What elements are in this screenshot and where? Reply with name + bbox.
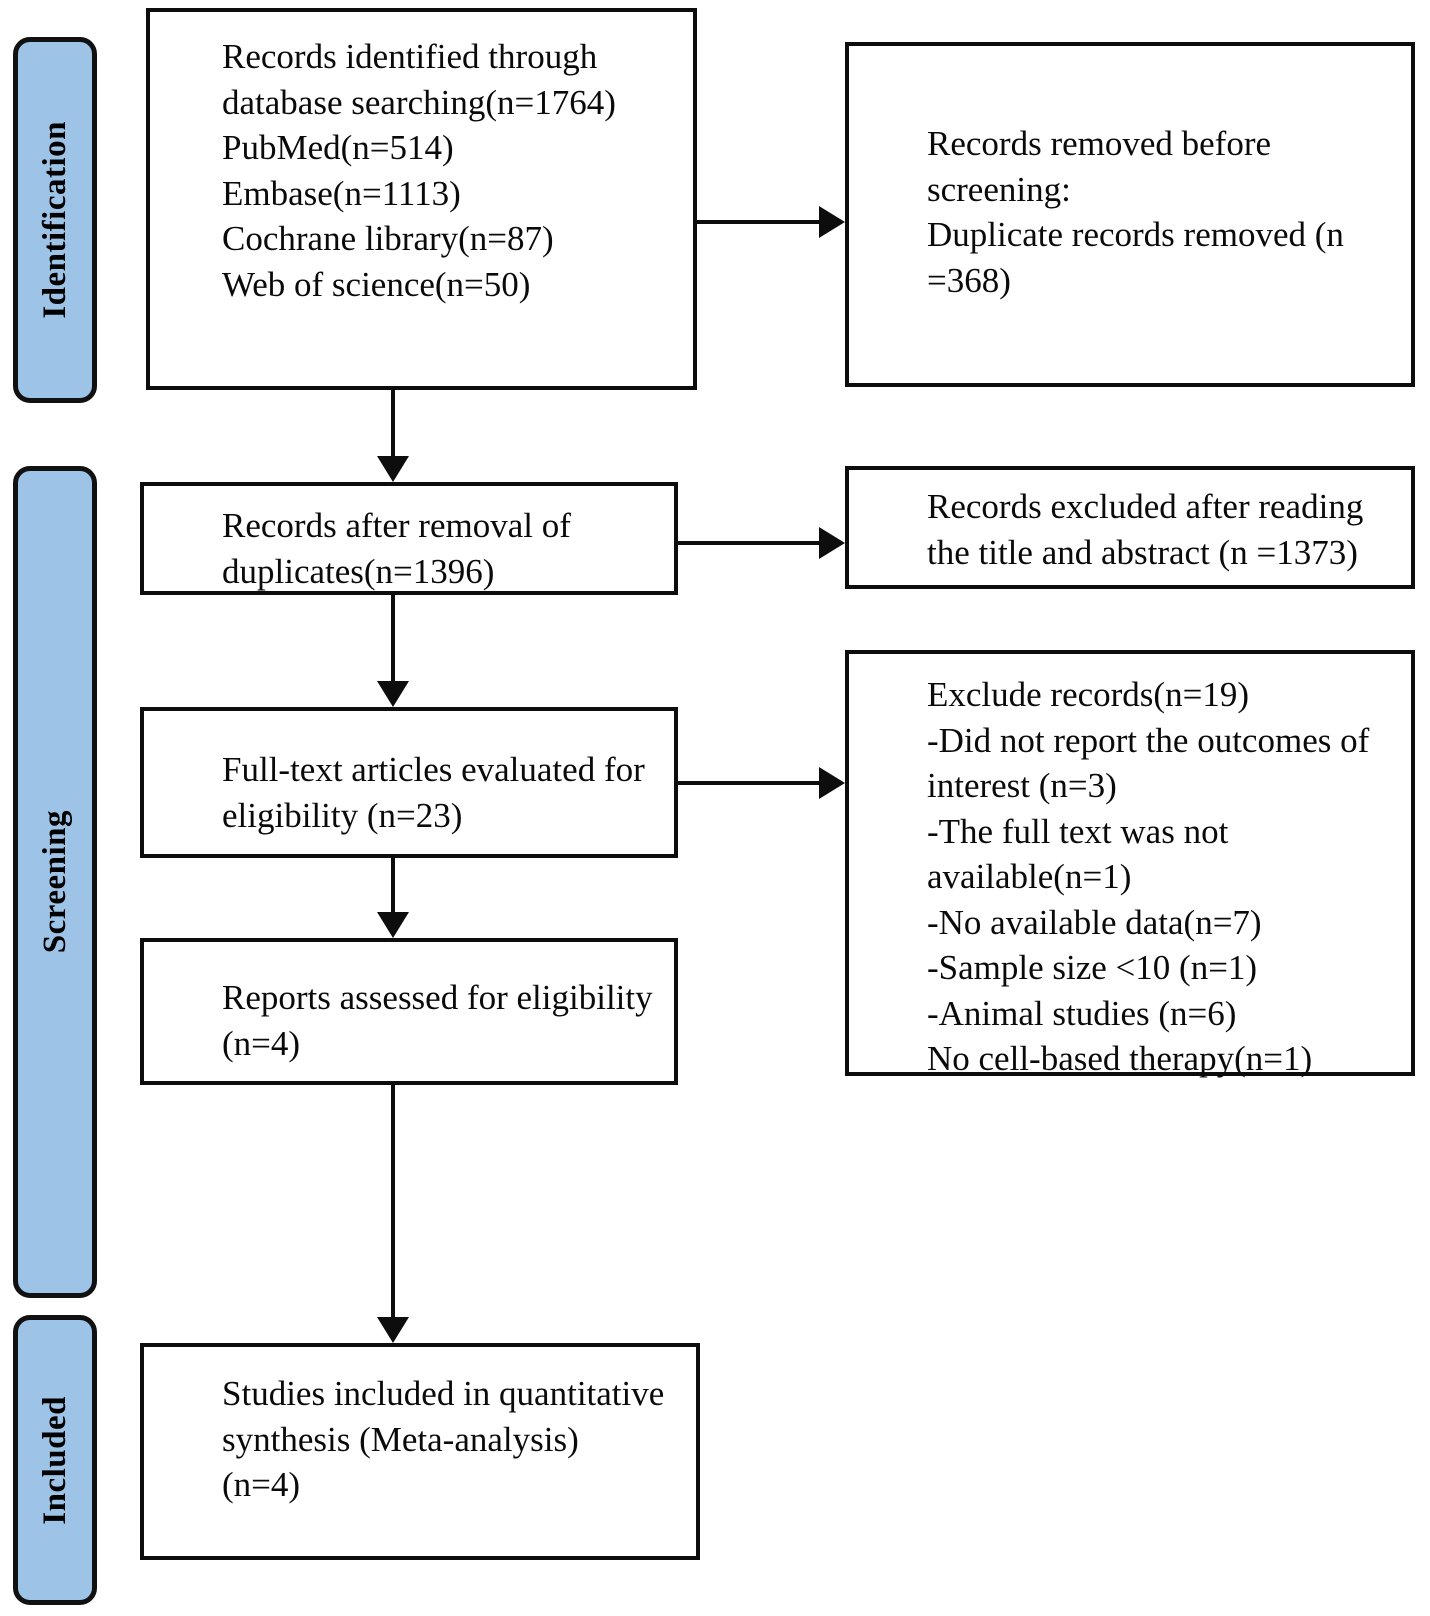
box-fulltext-evaluated: Full-text articles evaluated for eligibi… [140, 707, 678, 858]
stage-pill-identification: Identification [13, 37, 97, 403]
stage-label-identification: Identification [36, 121, 73, 319]
arrow-reports-assessed-to-included [377, 1085, 409, 1343]
box-records-excluded-title-abstract: Records excluded after reading the title… [845, 466, 1415, 589]
box-studies-included: Studies included in quantitative synthes… [140, 1343, 700, 1560]
stage-pill-included: Included [13, 1315, 97, 1605]
stage-pill-screening: Screening [13, 466, 97, 1298]
box-reports-assessed-text: Reports assessed for eligibility (n=4) [222, 978, 653, 1063]
arrow-identified-to-removed [697, 206, 845, 238]
box-exclude-reasons: Exclude records(n=19) -Did not report th… [845, 650, 1415, 1078]
box-records-identified: Records identified through database sear… [146, 8, 697, 390]
box-studies-included-text: Studies included in quantitative synthes… [222, 1374, 665, 1504]
box-records-after-duplicates-text: Records after removal of duplicates(n=13… [222, 506, 571, 591]
box-records-excluded-title-abstract-text: Records excluded after reading the title… [927, 487, 1364, 572]
box-fulltext-evaluated-text: Full-text articles evaluated for eligibi… [222, 750, 645, 835]
box-records-after-duplicates: Records after removal of duplicates(n=13… [140, 482, 678, 595]
box-reports-assessed: Reports assessed for eligibility (n=4) [140, 938, 678, 1085]
box-records-removed-before-screening-text: Records removed before screening: Duplic… [927, 124, 1344, 300]
arrow-fulltext-to-exclude-reasons [678, 767, 845, 799]
arrow-after-duplicates-to-excluded [678, 527, 845, 559]
arrow-identified-to-after-duplicates [377, 390, 409, 482]
stage-label-included: Included [36, 1395, 73, 1525]
arrow-after-duplicates-to-fulltext [377, 595, 409, 707]
box-records-identified-text: Records identified through database sear… [222, 37, 616, 304]
box-records-removed-before-screening: Records removed before screening: Duplic… [845, 42, 1415, 387]
stage-label-screening: Screening [36, 810, 73, 954]
box-exclude-reasons-text: Exclude records(n=19) -Did not report th… [927, 675, 1370, 1078]
arrow-fulltext-to-reports-assessed [377, 858, 409, 938]
